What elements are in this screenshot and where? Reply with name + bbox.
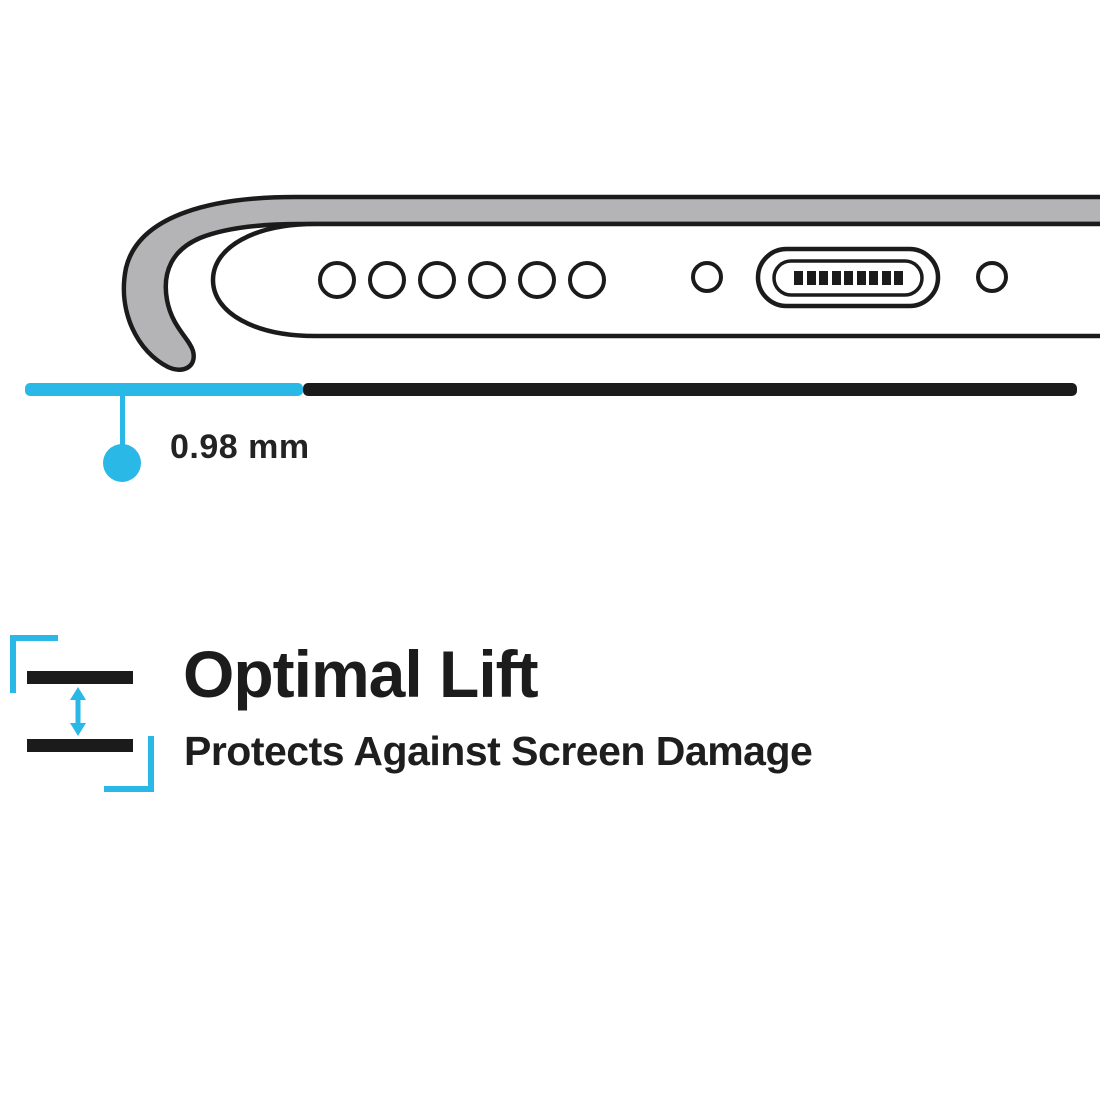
- speaker-hole: [318, 261, 356, 299]
- bracket-bottom-right: [104, 736, 154, 792]
- double-arrow-icon: [70, 687, 86, 736]
- speaker-hole: [418, 261, 456, 299]
- small-hole-left: [691, 261, 723, 293]
- baseline-black: [303, 383, 1077, 396]
- measurement-annotation: [25, 383, 1077, 482]
- surface-line-bottom: [27, 739, 133, 752]
- bracket-top-left: [10, 635, 58, 693]
- lift-gap-icon: [10, 635, 154, 792]
- feature-title: Optimal Lift: [183, 637, 539, 711]
- pointer-line: [120, 394, 125, 448]
- phone-edge-illustration: [121, 194, 1100, 372]
- surface-line-top: [27, 671, 133, 684]
- speaker-hole: [568, 261, 606, 299]
- speaker-hole: [468, 261, 506, 299]
- case-lip-shape: [121, 194, 1100, 372]
- measurement-label: 0.98 mm: [170, 428, 310, 466]
- feature-subtitle: Protects Against Screen Damage: [184, 728, 813, 774]
- speaker-holes: [318, 261, 606, 299]
- baseline-cyan: [25, 383, 303, 396]
- charging-port: [755, 246, 941, 309]
- pointer-dot: [103, 444, 141, 482]
- speaker-hole: [518, 261, 556, 299]
- connector-pins-icon: [794, 271, 903, 285]
- small-hole-right: [976, 261, 1008, 293]
- speaker-hole: [368, 261, 406, 299]
